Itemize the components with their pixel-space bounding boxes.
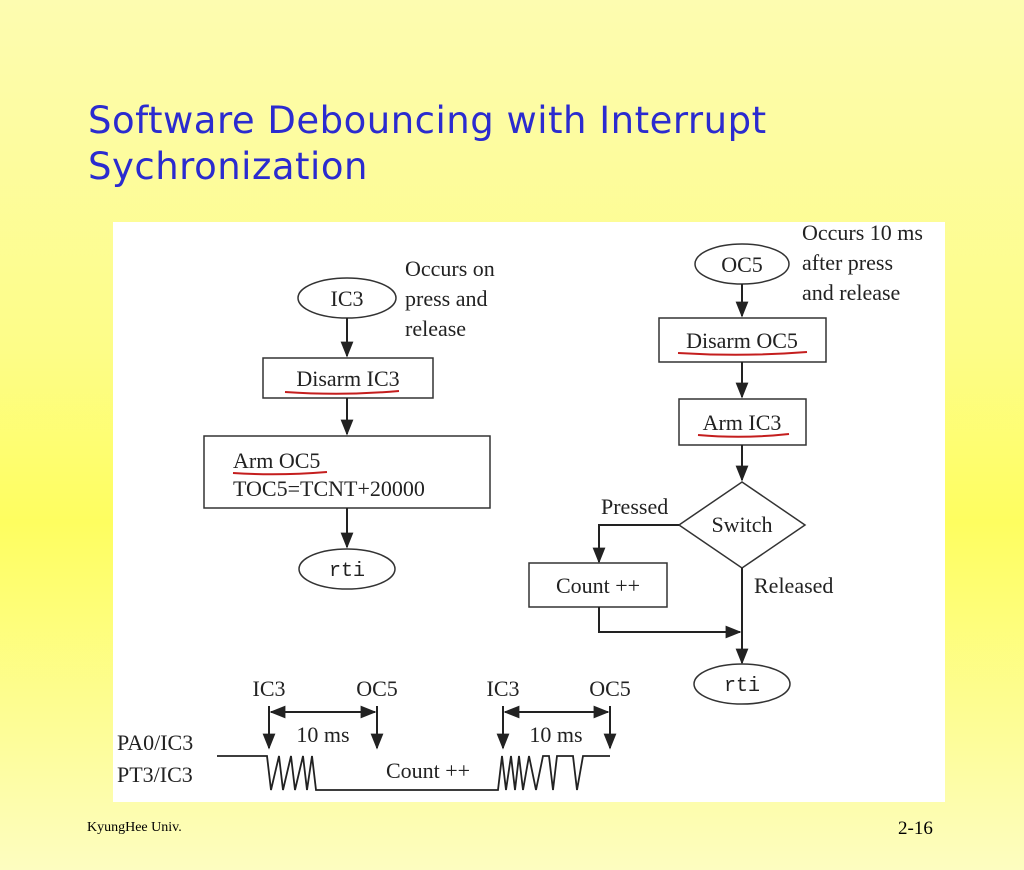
timing-event-1: IC3 — [253, 676, 286, 701]
timing-event-2: OC5 — [356, 676, 398, 701]
right-disarm-oc5-label: Disarm OC5 — [686, 328, 798, 353]
timing-diagram: IC3 OC5 IC3 OC5 10 ms 10 ms PA0/IC3 PT3/… — [117, 676, 631, 791]
right-end-label: rti — [724, 675, 760, 698]
released-branch-label: Released — [754, 573, 833, 598]
left-start-label: IC3 — [331, 286, 364, 311]
footer-university: KyungHee Univ. — [87, 820, 182, 835]
right-note-line1: Occurs 10 ms — [802, 222, 923, 245]
slide-title-line2: Sychronization — [88, 145, 368, 188]
left-arm-oc5-box — [203, 435, 491, 509]
left-arm-underline — [232, 471, 328, 476]
right-arm-ic3-box — [678, 398, 807, 446]
left-end-oval — [298, 548, 396, 590]
slide-title-line1: Software Debouncing with Interrupt — [88, 99, 767, 142]
flowchart-diagram: IC3 Occurs on press and release Disarm I… — [113, 222, 945, 802]
left-disarm-ic3-label: Disarm IC3 — [296, 366, 399, 391]
pressed-branch-line — [592, 524, 679, 564]
left-toc5-label: TOC5=TCNT+20000 — [233, 476, 425, 501]
timing-count-label: Count ++ — [386, 758, 470, 783]
slide-title: Software Debouncing with Interrupt Sychr… — [88, 98, 948, 190]
left-disarm-ic3-box — [262, 357, 434, 399]
right-end-oval — [693, 663, 791, 705]
right-note-line3: and release — [802, 280, 900, 305]
switch-decision-label: Switch — [711, 512, 772, 537]
right-start-label: OC5 — [721, 252, 763, 277]
left-note-line1: Occurs on — [405, 256, 495, 281]
right-note-line2: after press — [802, 250, 893, 275]
right-flowchart: OC5 Occurs 10 ms after press and release… — [528, 222, 923, 705]
left-note-line2: press and — [405, 286, 487, 311]
right-arm-ic3-label: Arm IC3 — [703, 410, 782, 435]
signal-label-line2: PT3/IC3 — [117, 762, 193, 787]
timing-event-3: IC3 — [487, 676, 520, 701]
left-disarm-underline — [284, 390, 400, 395]
left-note-line3: release — [405, 316, 466, 341]
footer-page-number: 2-16 — [898, 818, 933, 839]
signal-waveform — [217, 755, 610, 791]
pressed-branch-label: Pressed — [601, 494, 668, 519]
left-arm-oc5-label: Arm OC5 — [233, 448, 320, 473]
count-return-line — [598, 607, 742, 639]
signal-label-line1: PA0/IC3 — [117, 730, 193, 755]
interval-label-2: 10 ms — [529, 722, 582, 747]
right-disarm-underline — [677, 351, 808, 356]
count-box — [528, 562, 668, 608]
count-box-label: Count ++ — [556, 573, 640, 598]
interval-label-1: 10 ms — [296, 722, 349, 747]
right-arm-underline — [697, 433, 790, 438]
timing-event-4: OC5 — [589, 676, 631, 701]
left-flowchart: IC3 Occurs on press and release Disarm I… — [203, 256, 495, 590]
flowchart-svg: IC3 Occurs on press and release Disarm I… — [117, 222, 923, 791]
left-end-label: rti — [329, 560, 365, 583]
